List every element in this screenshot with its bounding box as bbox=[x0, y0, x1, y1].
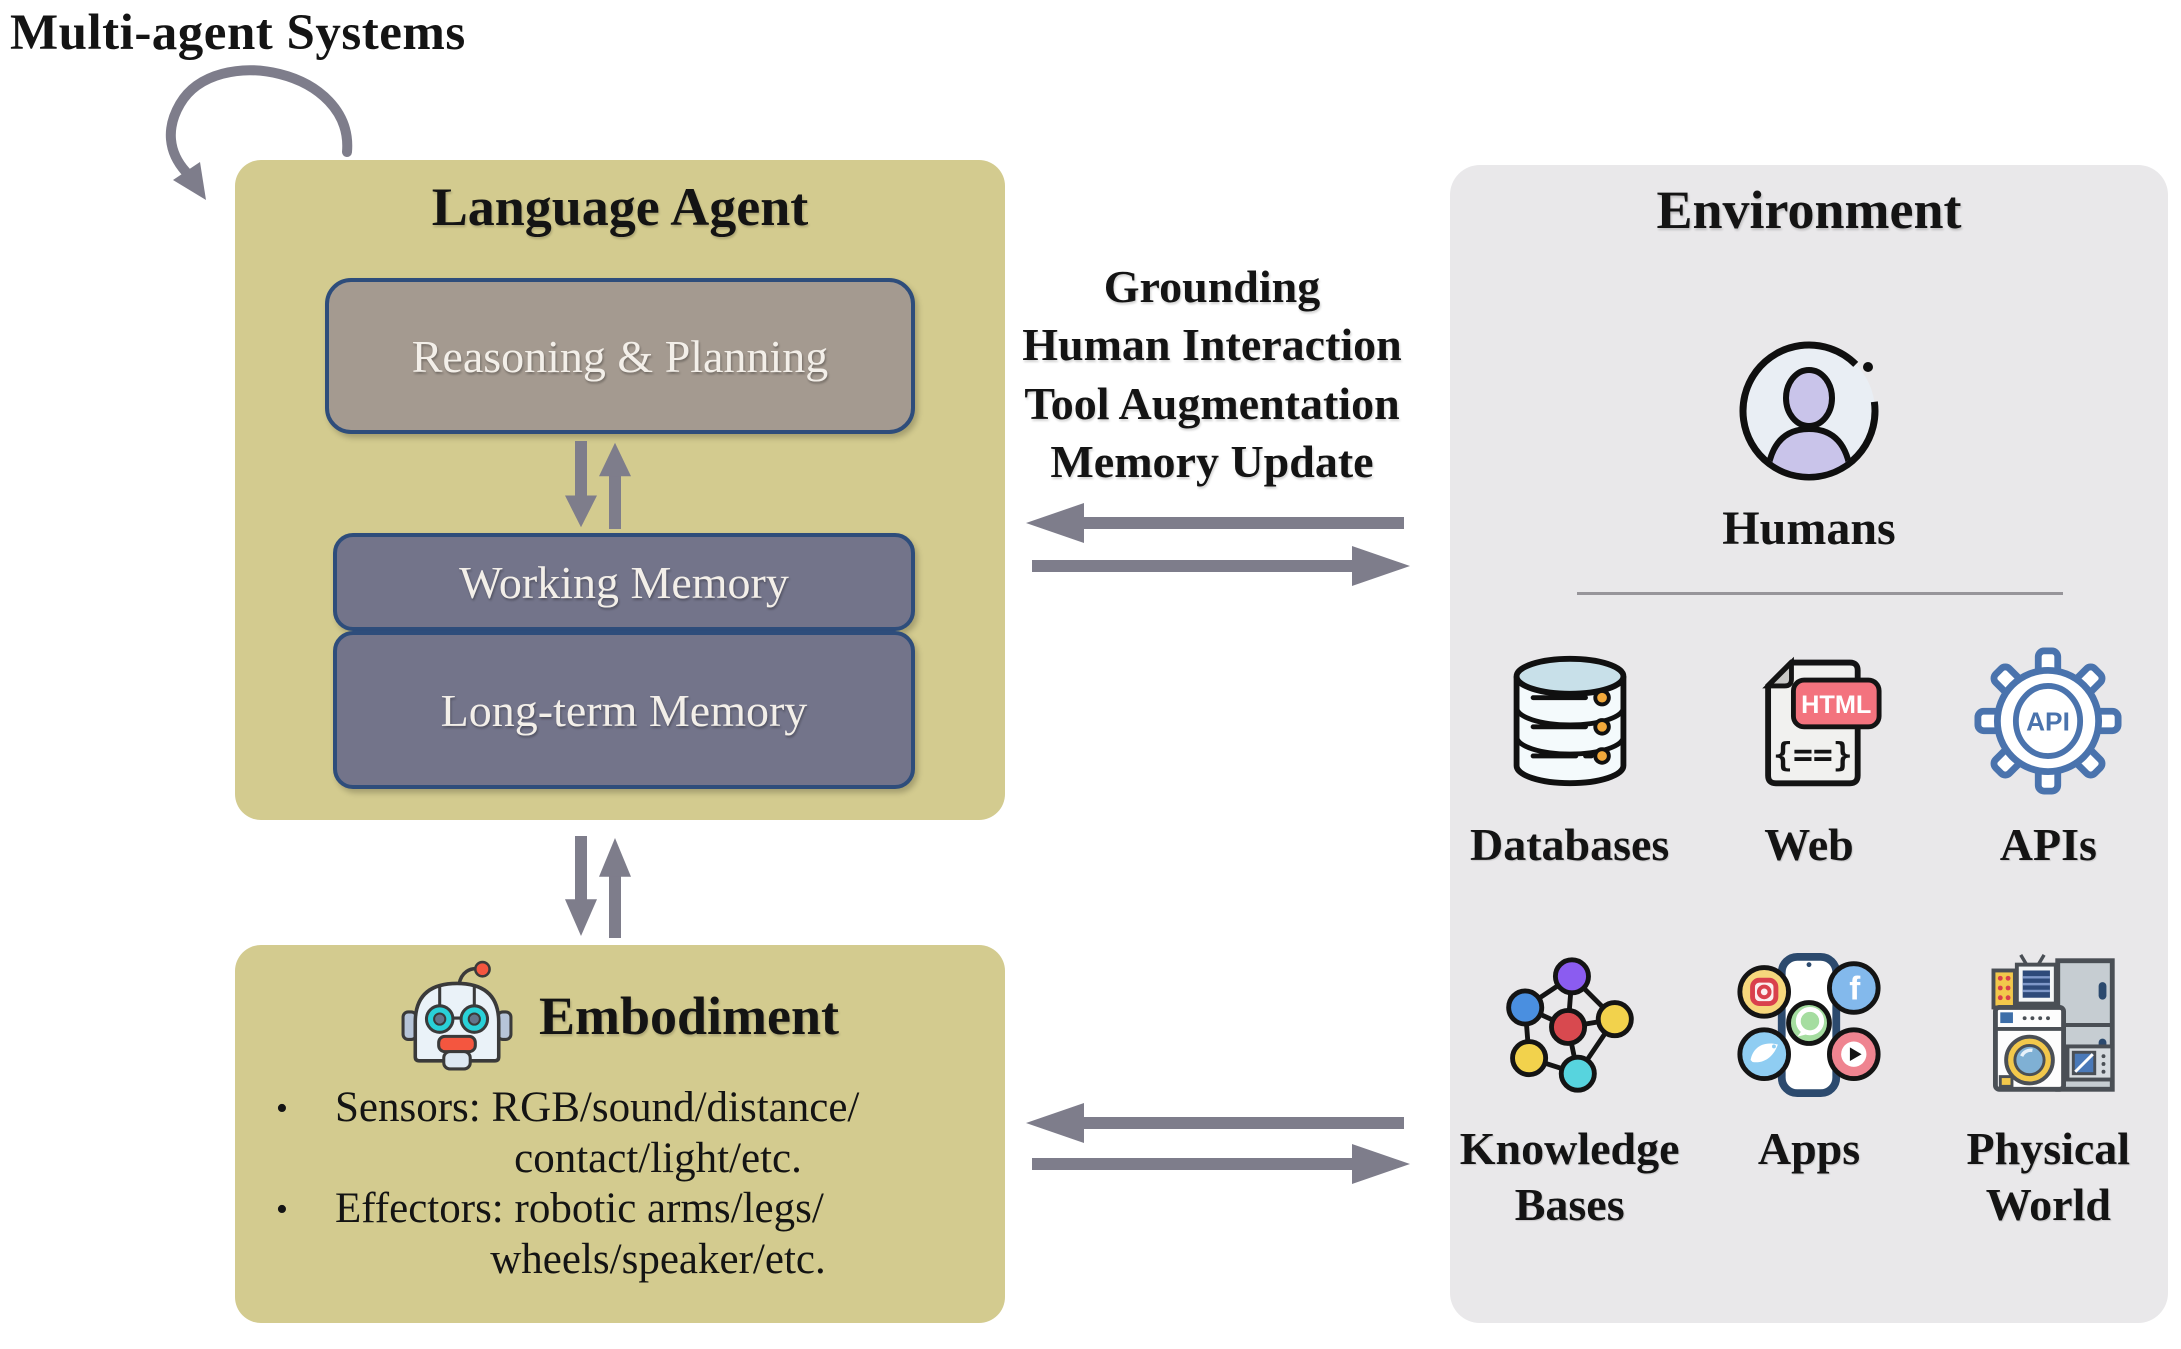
embodiment-title: Embodiment bbox=[538, 986, 840, 1046]
physical-world-item: Physical World bbox=[1929, 951, 2168, 1233]
embodiment-bullets: • Sensors: RGB/sound/distance/ contact/l… bbox=[259, 1083, 981, 1286]
svg-text:HTML: HTML bbox=[1801, 691, 1871, 719]
apis-label: APIs bbox=[1999, 819, 2097, 870]
interface-labels: Grounding Human Interaction Tool Augment… bbox=[1012, 258, 1412, 492]
bullet-dot: • bbox=[276, 1191, 288, 1229]
environment-row-2: Knowledge Bases f bbox=[1450, 951, 2168, 1233]
environment-divider bbox=[1577, 592, 2063, 595]
reasoning-planning-label: Reasoning & Planning bbox=[411, 330, 829, 382]
apis-item: API APIs bbox=[1929, 647, 2168, 873]
agent-to-env-arrow-icon bbox=[1032, 546, 1410, 586]
humans-label: Humans bbox=[1722, 502, 1896, 555]
knowledge-graph-icon bbox=[1495, 951, 1645, 1099]
api-gear-icon: API bbox=[1974, 647, 2122, 795]
language-agent-title: Language Agent bbox=[431, 177, 809, 237]
environment-panel: Environment Humans bbox=[1450, 165, 2168, 1323]
databases-label: Databases bbox=[1469, 819, 1670, 870]
svg-text:API: API bbox=[2026, 707, 2070, 737]
physical-world-label: Physical World bbox=[1966, 1123, 2131, 1231]
self-loop-arrow-icon bbox=[165, 65, 353, 200]
apps-item: f Apps bbox=[1689, 951, 1928, 1233]
sensors-line2: contact/light/etc. bbox=[514, 1134, 802, 1182]
sensors-bullet: • Sensors: RGB/sound/distance/ contact/l… bbox=[259, 1083, 981, 1184]
embodiment-header: Embodiment bbox=[235, 959, 1005, 1073]
working-memory-module: Working Memory bbox=[333, 533, 915, 631]
apps-label: Apps bbox=[1757, 1123, 1861, 1174]
environment-title: Environment bbox=[1656, 180, 1962, 240]
html-file-icon: HTML {==} bbox=[1734, 647, 1884, 795]
long-term-memory-label: Long-term Memory bbox=[440, 684, 808, 736]
knowledge-bases-item: Knowledge Bases bbox=[1450, 951, 1689, 1233]
reasoning-planning-module: Reasoning & Planning bbox=[325, 278, 915, 434]
knowledge-bases-label: Knowledge Bases bbox=[1459, 1123, 1680, 1231]
agent-embodiment-arrows-icon bbox=[565, 836, 631, 938]
database-icon bbox=[1502, 647, 1638, 795]
effectors-line2: wheels/speaker/etc. bbox=[490, 1236, 826, 1284]
svg-text:{==}: {==} bbox=[1773, 735, 1853, 774]
working-memory-label: Working Memory bbox=[459, 556, 789, 608]
interface-line-human-interaction: Human Interaction bbox=[1022, 319, 1402, 371]
reasoning-memory-arrows-icon bbox=[565, 441, 631, 529]
embodiment-to-env-arrow-icon bbox=[1032, 1144, 1410, 1184]
embodiment-box: Embodiment • Sensors: RGB/sound/distance… bbox=[235, 945, 1005, 1323]
bullet-dot: • bbox=[276, 1090, 288, 1127]
env-to-agent-arrow-icon bbox=[1026, 503, 1404, 543]
apps-phone-icon: f bbox=[1734, 951, 1884, 1099]
databases-item: Databases bbox=[1450, 647, 1689, 873]
interface-line-grounding: Grounding bbox=[1103, 261, 1321, 312]
human-avatar-icon bbox=[1733, 335, 1885, 487]
environment-row-1: Databases HTML {==} Web bbox=[1450, 647, 2168, 873]
env-to-embodiment-arrow-icon bbox=[1026, 1103, 1404, 1143]
web-item: HTML {==} Web bbox=[1689, 647, 1928, 873]
long-term-memory-module: Long-term Memory bbox=[333, 631, 915, 789]
effectors-line1: Effectors: robotic arms/legs/ bbox=[335, 1185, 824, 1233]
sensors-line1: Sensors: RGB/sound/distance/ bbox=[335, 1084, 860, 1131]
multi-agent-systems-label: Multi-agent Systems bbox=[10, 5, 466, 61]
svg-text:f: f bbox=[1849, 971, 1861, 1008]
interface-line-tool-augmentation: Tool Augmentation bbox=[1024, 377, 1400, 429]
interface-line-memory-update: Memory Update bbox=[1050, 436, 1374, 488]
language-agent-box: Language Agent Reasoning & Planning Work… bbox=[235, 160, 1005, 820]
web-label: Web bbox=[1764, 819, 1854, 870]
robot-icon bbox=[401, 960, 513, 1071]
effectors-bullet: • Effectors: robotic arms/legs/ wheels/s… bbox=[259, 1184, 981, 1285]
appliances-icon bbox=[1973, 951, 2123, 1099]
